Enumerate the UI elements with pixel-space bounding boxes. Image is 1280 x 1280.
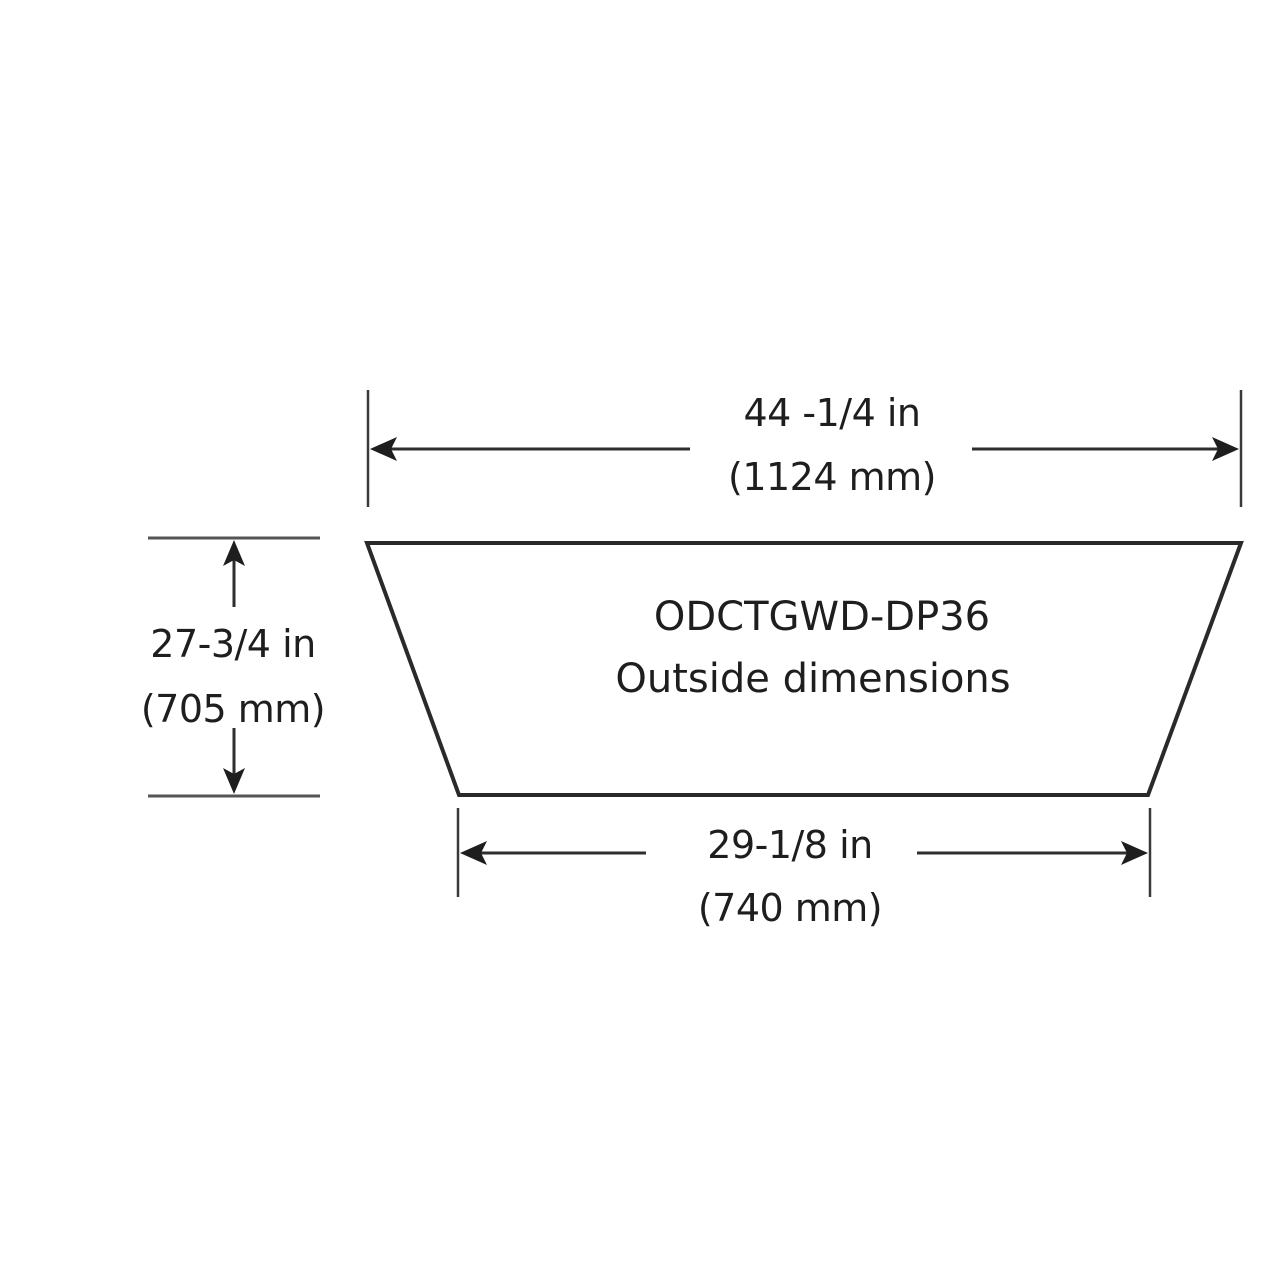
arrow-right-icon xyxy=(1212,437,1239,461)
trapezoid-outline xyxy=(364,541,1244,797)
height-metric: (705 mm) xyxy=(141,687,325,731)
top-width-dimension: 44 -1/4 in (1124 mm) xyxy=(366,390,1243,507)
arrow-right-icon xyxy=(1121,841,1148,865)
arrow-left-icon xyxy=(460,841,487,865)
height-dimension: 27-3/4 in (705 mm) xyxy=(141,536,326,798)
bottom-width-imperial: 29-1/8 in xyxy=(707,823,872,867)
height-imperial: 27-3/4 in xyxy=(150,622,315,666)
bottom-width-metric: (740 mm) xyxy=(698,886,882,930)
outside-dimensions-label: Outside dimensions xyxy=(615,656,1010,702)
top-width-imperial: 44 -1/4 in xyxy=(743,391,920,435)
bottom-width-dimension: 29-1/8 in (740 mm) xyxy=(456,808,1152,930)
arrow-up-icon xyxy=(223,540,245,566)
center-label: ODCTGWD-DP36 Outside dimensions xyxy=(615,594,1010,702)
model-number: ODCTGWD-DP36 xyxy=(654,594,990,640)
arrow-down-icon xyxy=(223,768,245,794)
arrow-left-icon xyxy=(370,437,397,461)
top-width-metric: (1124 mm) xyxy=(728,455,936,499)
